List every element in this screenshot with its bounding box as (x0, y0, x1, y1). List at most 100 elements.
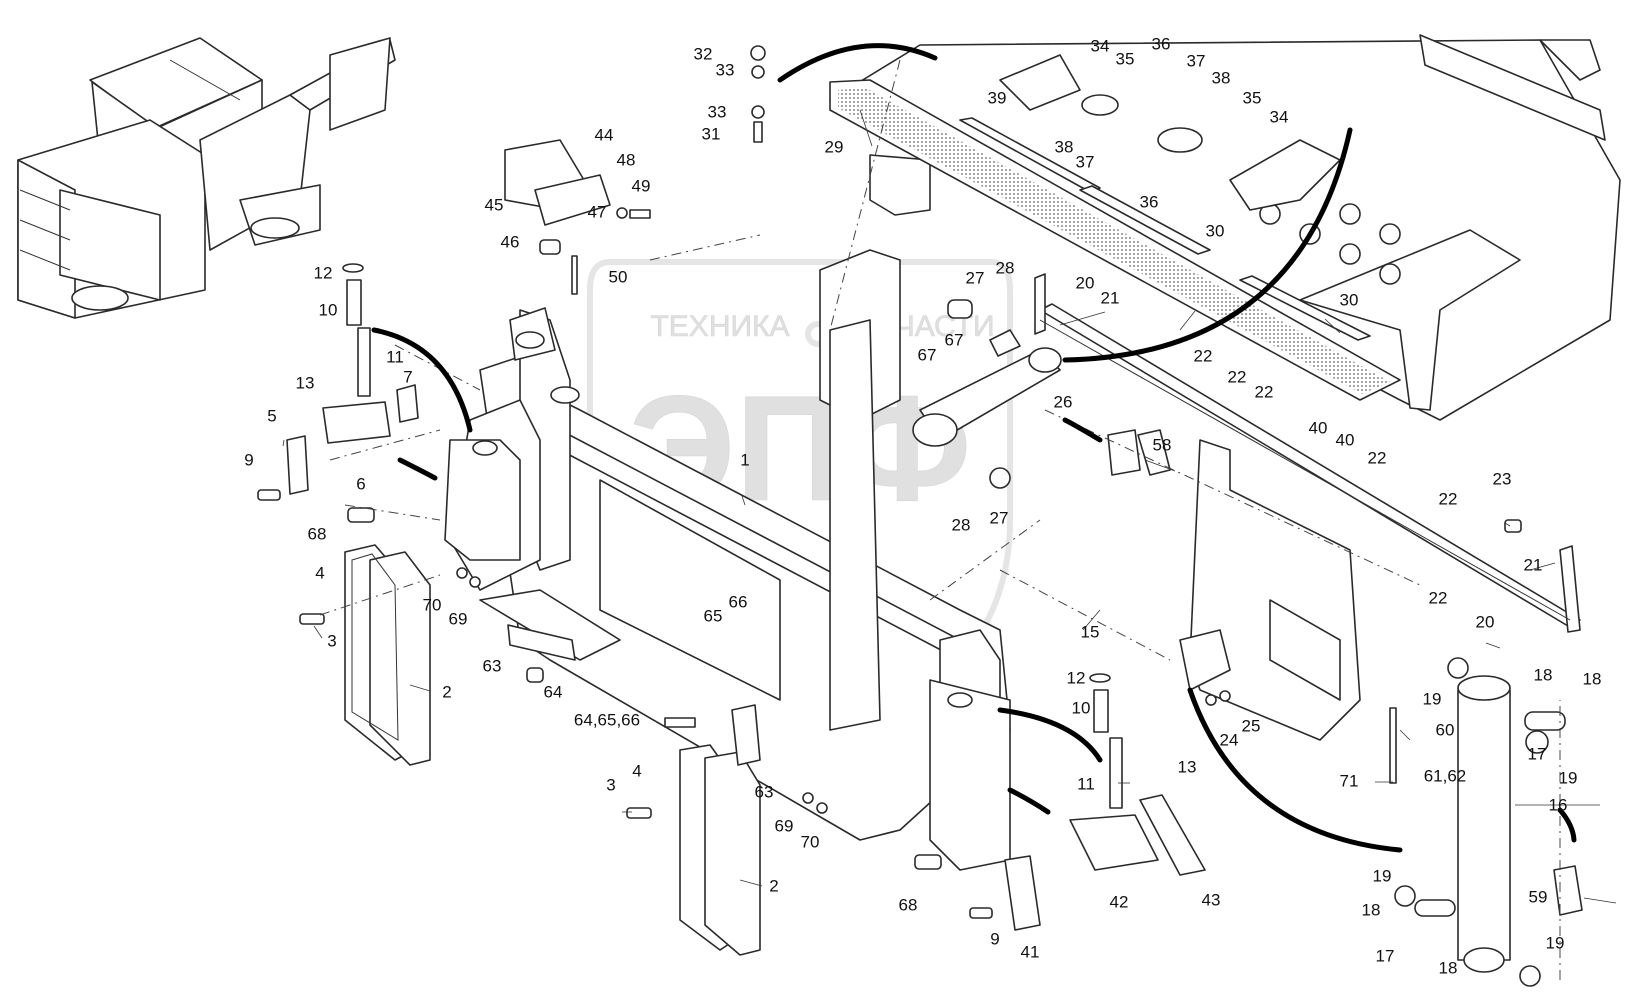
wear-plate-29 (829, 79, 1401, 401)
arrow-to-bracket-58 (1062, 417, 1103, 443)
callout-61-62: 61,62 (1424, 766, 1467, 785)
callout-2: 2 (442, 682, 451, 701)
callout-22: 22 (1368, 448, 1387, 467)
callout-labels: 1 2 2 3 3 4 4 5 6 7 9 9 10 10 11 11 12 1… (244, 34, 1601, 977)
callout-28: 28 (952, 515, 971, 534)
callout-18: 18 (1362, 900, 1381, 919)
callout-70: 70 (801, 832, 820, 851)
arrow-to-mount (1062, 127, 1353, 363)
callout-25: 25 (1242, 716, 1261, 735)
callout-70: 70 (423, 595, 442, 614)
callout-31: 31 (702, 124, 721, 143)
callout-34: 34 (1270, 107, 1289, 126)
watermark-left-text: ТЕХНИКА (650, 310, 789, 343)
callout-47: 47 (588, 202, 607, 221)
arrow-to-frame (777, 43, 938, 83)
callout-68: 68 (308, 524, 327, 543)
callout-17: 17 (1376, 946, 1395, 965)
callout-19: 19 (1546, 933, 1565, 952)
callout-29: 29 (825, 137, 844, 156)
callout-23: 23 (1493, 469, 1512, 488)
reference-arrows (371, 43, 1577, 853)
callout-43: 43 (1202, 890, 1221, 909)
skid-plate-2-left (344, 544, 431, 766)
callout-15: 15 (1081, 622, 1100, 641)
callout-58: 58 (1153, 435, 1172, 454)
callout-22: 22 (1228, 367, 1247, 386)
callout-1: 1 (740, 450, 749, 469)
arrow-to-cylinder (1187, 687, 1403, 853)
callout-65: 65 (704, 606, 723, 625)
callout-10: 10 (319, 300, 338, 319)
callout-60: 60 (1436, 720, 1455, 739)
machine-overview-illustration (17, 37, 396, 319)
callout-34: 34 (1091, 36, 1110, 55)
callout-27: 27 (966, 268, 985, 287)
leader-lines (282, 109, 1617, 904)
callout-42: 42 (1110, 892, 1129, 911)
callout-67: 67 (945, 330, 964, 349)
right-side-plate (1179, 439, 1361, 741)
callout-12: 12 (1067, 668, 1086, 687)
wear-strips (959, 117, 1371, 341)
callout-41: 41 (1021, 942, 1040, 961)
arrow-to-bracket-59 (1557, 807, 1577, 843)
moldboard-frame-1 (444, 249, 1011, 871)
callout-69: 69 (449, 609, 468, 628)
callout-5: 5 (267, 406, 276, 425)
arrow-to-plate-42 (1007, 787, 1051, 815)
callout-3: 3 (606, 775, 615, 794)
callout-17: 17 (1528, 744, 1547, 763)
arrow-to-right-pin (997, 707, 1103, 763)
callout-30: 30 (1206, 221, 1225, 240)
callout-39: 39 (988, 88, 1007, 107)
callout-48: 48 (617, 150, 636, 169)
callout-37: 37 (1076, 152, 1095, 171)
callout-49: 49 (632, 176, 651, 195)
callout-64-65-66: 64,65,66 (574, 710, 640, 729)
callout-66: 66 (729, 592, 748, 611)
callout-63: 63 (755, 782, 774, 801)
callout-45: 45 (485, 195, 504, 214)
callout-18: 18 (1439, 958, 1458, 977)
callout-10: 10 (1072, 698, 1091, 717)
callout-44: 44 (595, 125, 614, 144)
callout-16: 16 (1549, 795, 1568, 814)
callout-27: 27 (990, 508, 1009, 527)
callout-71: 71 (1340, 771, 1359, 790)
arrow-to-plate-6 (397, 457, 438, 481)
main-frame-illustration (829, 34, 1621, 421)
callout-32: 32 (694, 44, 713, 63)
callout-20: 20 (1476, 612, 1495, 631)
callout-13: 13 (296, 373, 315, 392)
callout-46: 46 (501, 232, 520, 251)
callout-20: 20 (1076, 273, 1095, 292)
callout-37: 37 (1187, 51, 1206, 70)
callout-21: 21 (1524, 555, 1543, 574)
arrow-to-left-pin (371, 327, 473, 433)
callout-11: 11 (1077, 774, 1095, 793)
callout-4: 4 (632, 761, 641, 780)
callout-4: 4 (315, 563, 324, 582)
pin-assembly-left (286, 263, 419, 495)
callout-33: 33 (716, 60, 735, 79)
callout-40: 40 (1336, 430, 1355, 449)
callout-30: 30 (1340, 290, 1359, 309)
hydraulic-cylinder-16 (1137, 429, 1583, 987)
callout-59: 59 (1529, 887, 1548, 906)
callout-22: 22 (1255, 382, 1274, 401)
callout-35: 35 (1243, 88, 1262, 107)
callout-26: 26 (1054, 392, 1073, 411)
callout-11: 11 (386, 347, 404, 366)
callout-69: 69 (775, 816, 794, 835)
small-hardware (257, 45, 1522, 919)
callout-33: 33 (708, 102, 727, 121)
callout-36: 36 (1152, 34, 1171, 53)
callout-2: 2 (769, 876, 778, 895)
callout-67: 67 (918, 345, 937, 364)
callout-9: 9 (244, 450, 253, 469)
callout-68: 68 (899, 895, 918, 914)
callout-21: 21 (1101, 288, 1120, 307)
center-lines (319, 59, 1561, 980)
